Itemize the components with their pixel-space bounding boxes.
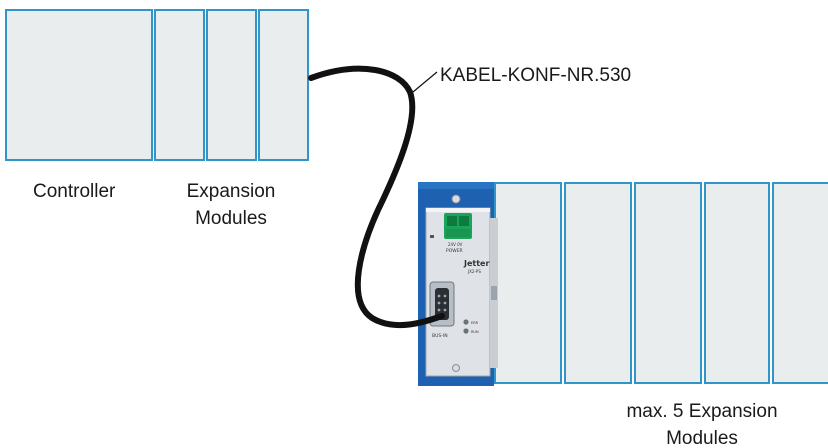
remote-expansion-module (634, 182, 702, 384)
status-led-icon (463, 328, 469, 334)
status-led-icon (463, 319, 469, 325)
controller-label: Controller (33, 181, 116, 202)
terminal-labels: 24V 0V (448, 242, 463, 247)
power-label: POWER (446, 248, 463, 254)
remote-expansion-module (494, 182, 562, 384)
max-expansion-label-line1: max. 5 Expansion (626, 401, 777, 422)
expansion-module (154, 9, 205, 161)
expansion-module (258, 9, 309, 161)
bus-in-label: BUS-IN (432, 333, 448, 339)
expansion-label-line1: Expansion (187, 181, 276, 202)
max-expansion-label-line2: Modules (666, 428, 738, 448)
expansion-label-line2: Modules (195, 208, 267, 229)
cable-label-leader (412, 71, 438, 93)
led2-label: RUN (471, 330, 479, 334)
connection-cable (308, 65, 445, 329)
remote-expansion-module (772, 182, 828, 384)
model-label: JX2-PS (467, 269, 481, 274)
controller-block (5, 9, 153, 161)
mount-screw-icon (452, 364, 460, 372)
remote-expansion-module (564, 182, 632, 384)
bus-coupler-device: 24V 0V POWER Jetter JX2-PS BUS-IN ERR RU… (418, 182, 498, 386)
expansion-module (206, 9, 257, 161)
brand-label: Jetter (463, 259, 489, 268)
led1-label: ERR (471, 321, 479, 325)
controller-group (5, 9, 309, 161)
remote-expansion-module (704, 182, 770, 384)
mount-screw-icon (451, 194, 461, 204)
remote-expansion-group (494, 182, 828, 384)
cable-label: KABEL-KONF-NR.530 (440, 65, 631, 86)
